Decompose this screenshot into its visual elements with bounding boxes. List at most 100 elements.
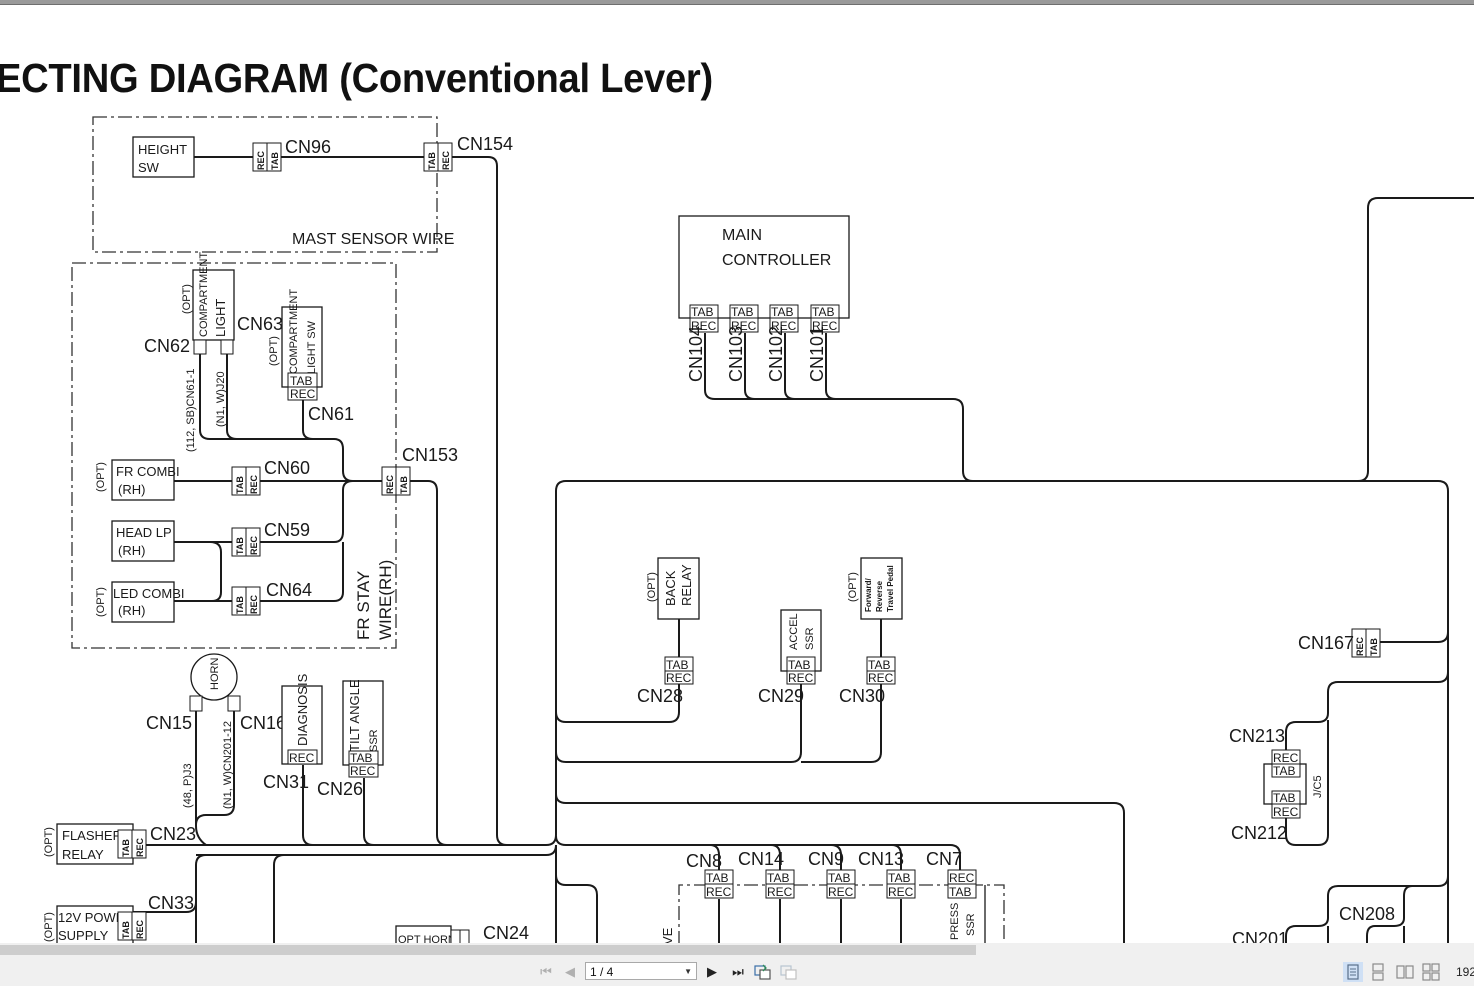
cn29-label: CN29 [758,686,804,706]
accel-ssr-label-2: SSR [804,627,816,650]
led-combi-label-2: (RH) [118,603,145,618]
opt-horn-label: OPT HORN [398,934,456,943]
next-page-icon[interactable]: ▶ [707,964,717,979]
fr-combi-label-2: (RH) [118,482,145,497]
single-page-view-icon[interactable] [1343,962,1363,982]
previous-view-icon[interactable] [754,963,772,981]
cn167-label: CN167 [1298,633,1354,653]
head-lp-label-1: HEAD LP [116,525,172,540]
led-combi-box [111,581,175,623]
continuous-facing-view-icon[interactable] [1421,962,1441,982]
svg-text:REC: REC [1355,636,1365,656]
wire-label-j20: (N1, W)J20 [215,371,227,427]
height-sw-label-2: SW [138,160,160,175]
window-top-border [0,0,1474,5]
power-supply-label-1: 12V POWER [58,910,134,925]
svg-text:REC: REC [249,474,259,494]
fr-combi-label-1: FR COMBI [116,464,180,479]
cn26-label: CN26 [317,779,363,799]
cn33-connector: TAB REC [117,911,147,941]
cn96-label: CN96 [285,137,331,157]
compartment-light-label-2: LIGHT [213,299,228,337]
cn153-label: CN153 [402,445,458,465]
cn62-label: CN62 [144,336,190,356]
cn60-connector: TAB REC [231,466,261,496]
diagnosis-label: DIAGNOSIS [295,673,310,746]
svg-text:REC: REC [868,671,894,685]
svg-text:REC: REC [888,885,914,899]
svg-text:REC: REC [828,885,854,899]
first-page-icon[interactable]: ⏮ [540,964,552,979]
opt-label: (OPT) [43,912,55,942]
mast-sensor-wire-label: MAST SENSOR WIRE [292,231,454,248]
cn31-connector: REC [287,749,318,765]
wire-label-j3: (48, P)J3 [182,763,194,808]
valve-dashed-group [678,884,1005,943]
cn63-label: CN63 [237,314,283,334]
travel-pedal-label-2: Reverse [875,580,884,612]
continuous-view-icon[interactable] [1368,962,1388,982]
page-selector[interactable]: 1 / 4 ▼ [585,962,697,980]
svg-text:REC: REC [1273,751,1299,765]
fr-combi-box [111,459,175,501]
accel-ssr-label-1: ACCEL [788,613,800,650]
fr-stay-wire-label-2: WIRE(RH) [376,560,395,640]
svg-text:TAB: TAB [235,596,245,614]
last-page-icon[interactable]: ⏭ [732,964,744,979]
led-combi-label-1: LED COMBI [113,586,185,601]
cn60-label: CN60 [264,458,310,478]
svg-text:REC: REC [256,150,266,170]
cn14-label: CN14 [738,849,784,869]
scrollbar-thumb[interactable] [0,945,976,955]
svg-text:REC: REC [691,319,717,333]
main-controller-box [678,215,850,319]
svg-text:TAB: TAB [731,305,753,319]
svg-text:REC: REC [666,671,692,685]
power-supply-label-2: SUPPLY [58,928,109,943]
horizontal-scrollbar[interactable] [0,943,1474,957]
svg-text:REC: REC [289,751,315,765]
zoom-level[interactable]: 192 [1456,965,1474,979]
svg-text:TAB: TAB [888,871,910,885]
wire-label-cn61-1: (112, SB)CN61-1 [185,368,197,452]
compartment-light-sw-label-1: COMPARTMENT [288,289,300,374]
opt-label: (OPT) [181,284,193,314]
svg-text:TAB: TAB [399,476,409,494]
cn213-label: CN213 [1229,726,1285,746]
svg-text:TAB: TAB [350,751,372,765]
svg-text:REC: REC [385,474,395,494]
back-relay-box [657,557,700,620]
head-lp-label-2: (RH) [118,543,145,558]
cn61-connector: TAB REC [287,372,318,401]
svg-text:REC: REC [706,885,732,899]
horn-label: HORN [209,658,221,690]
mast-sensor-wire-group [92,116,438,253]
cn13-label: CN13 [858,849,904,869]
document-viewport[interactable]: ECTING DIAGRAM (Conventional Lever) MAST… [0,5,1474,943]
svg-text:TAB: TAB [706,871,728,885]
svg-text:TAB: TAB [691,305,713,319]
viewer-toolbar: ⏮ ◀ 1 / 4 ▼ ▶ ⏭ 192 [0,957,1474,986]
main-controller-label-2: CONTROLLER [722,252,831,269]
chevron-down-icon[interactable]: ▼ [684,967,692,976]
cn201-label: CN201 [1232,929,1288,943]
compartment-light-label-1: COMPARTMENT [198,252,210,337]
cn15-label: CN15 [146,713,192,733]
cn61-label: CN61 [308,404,354,424]
cn104-label: CN104 [686,326,706,382]
facing-view-icon[interactable] [1395,962,1415,982]
cn33-label: CN33 [148,893,194,913]
svg-text:REC: REC [135,919,145,939]
cn96-connector: REC TAB [252,142,282,172]
cn154-connector: TAB REC [423,142,453,172]
prev-page-icon[interactable]: ◀ [565,964,575,979]
next-view-icon[interactable] [780,963,798,981]
svg-text:REC: REC [290,387,316,401]
jc5-label: J/C5 [1312,775,1324,798]
